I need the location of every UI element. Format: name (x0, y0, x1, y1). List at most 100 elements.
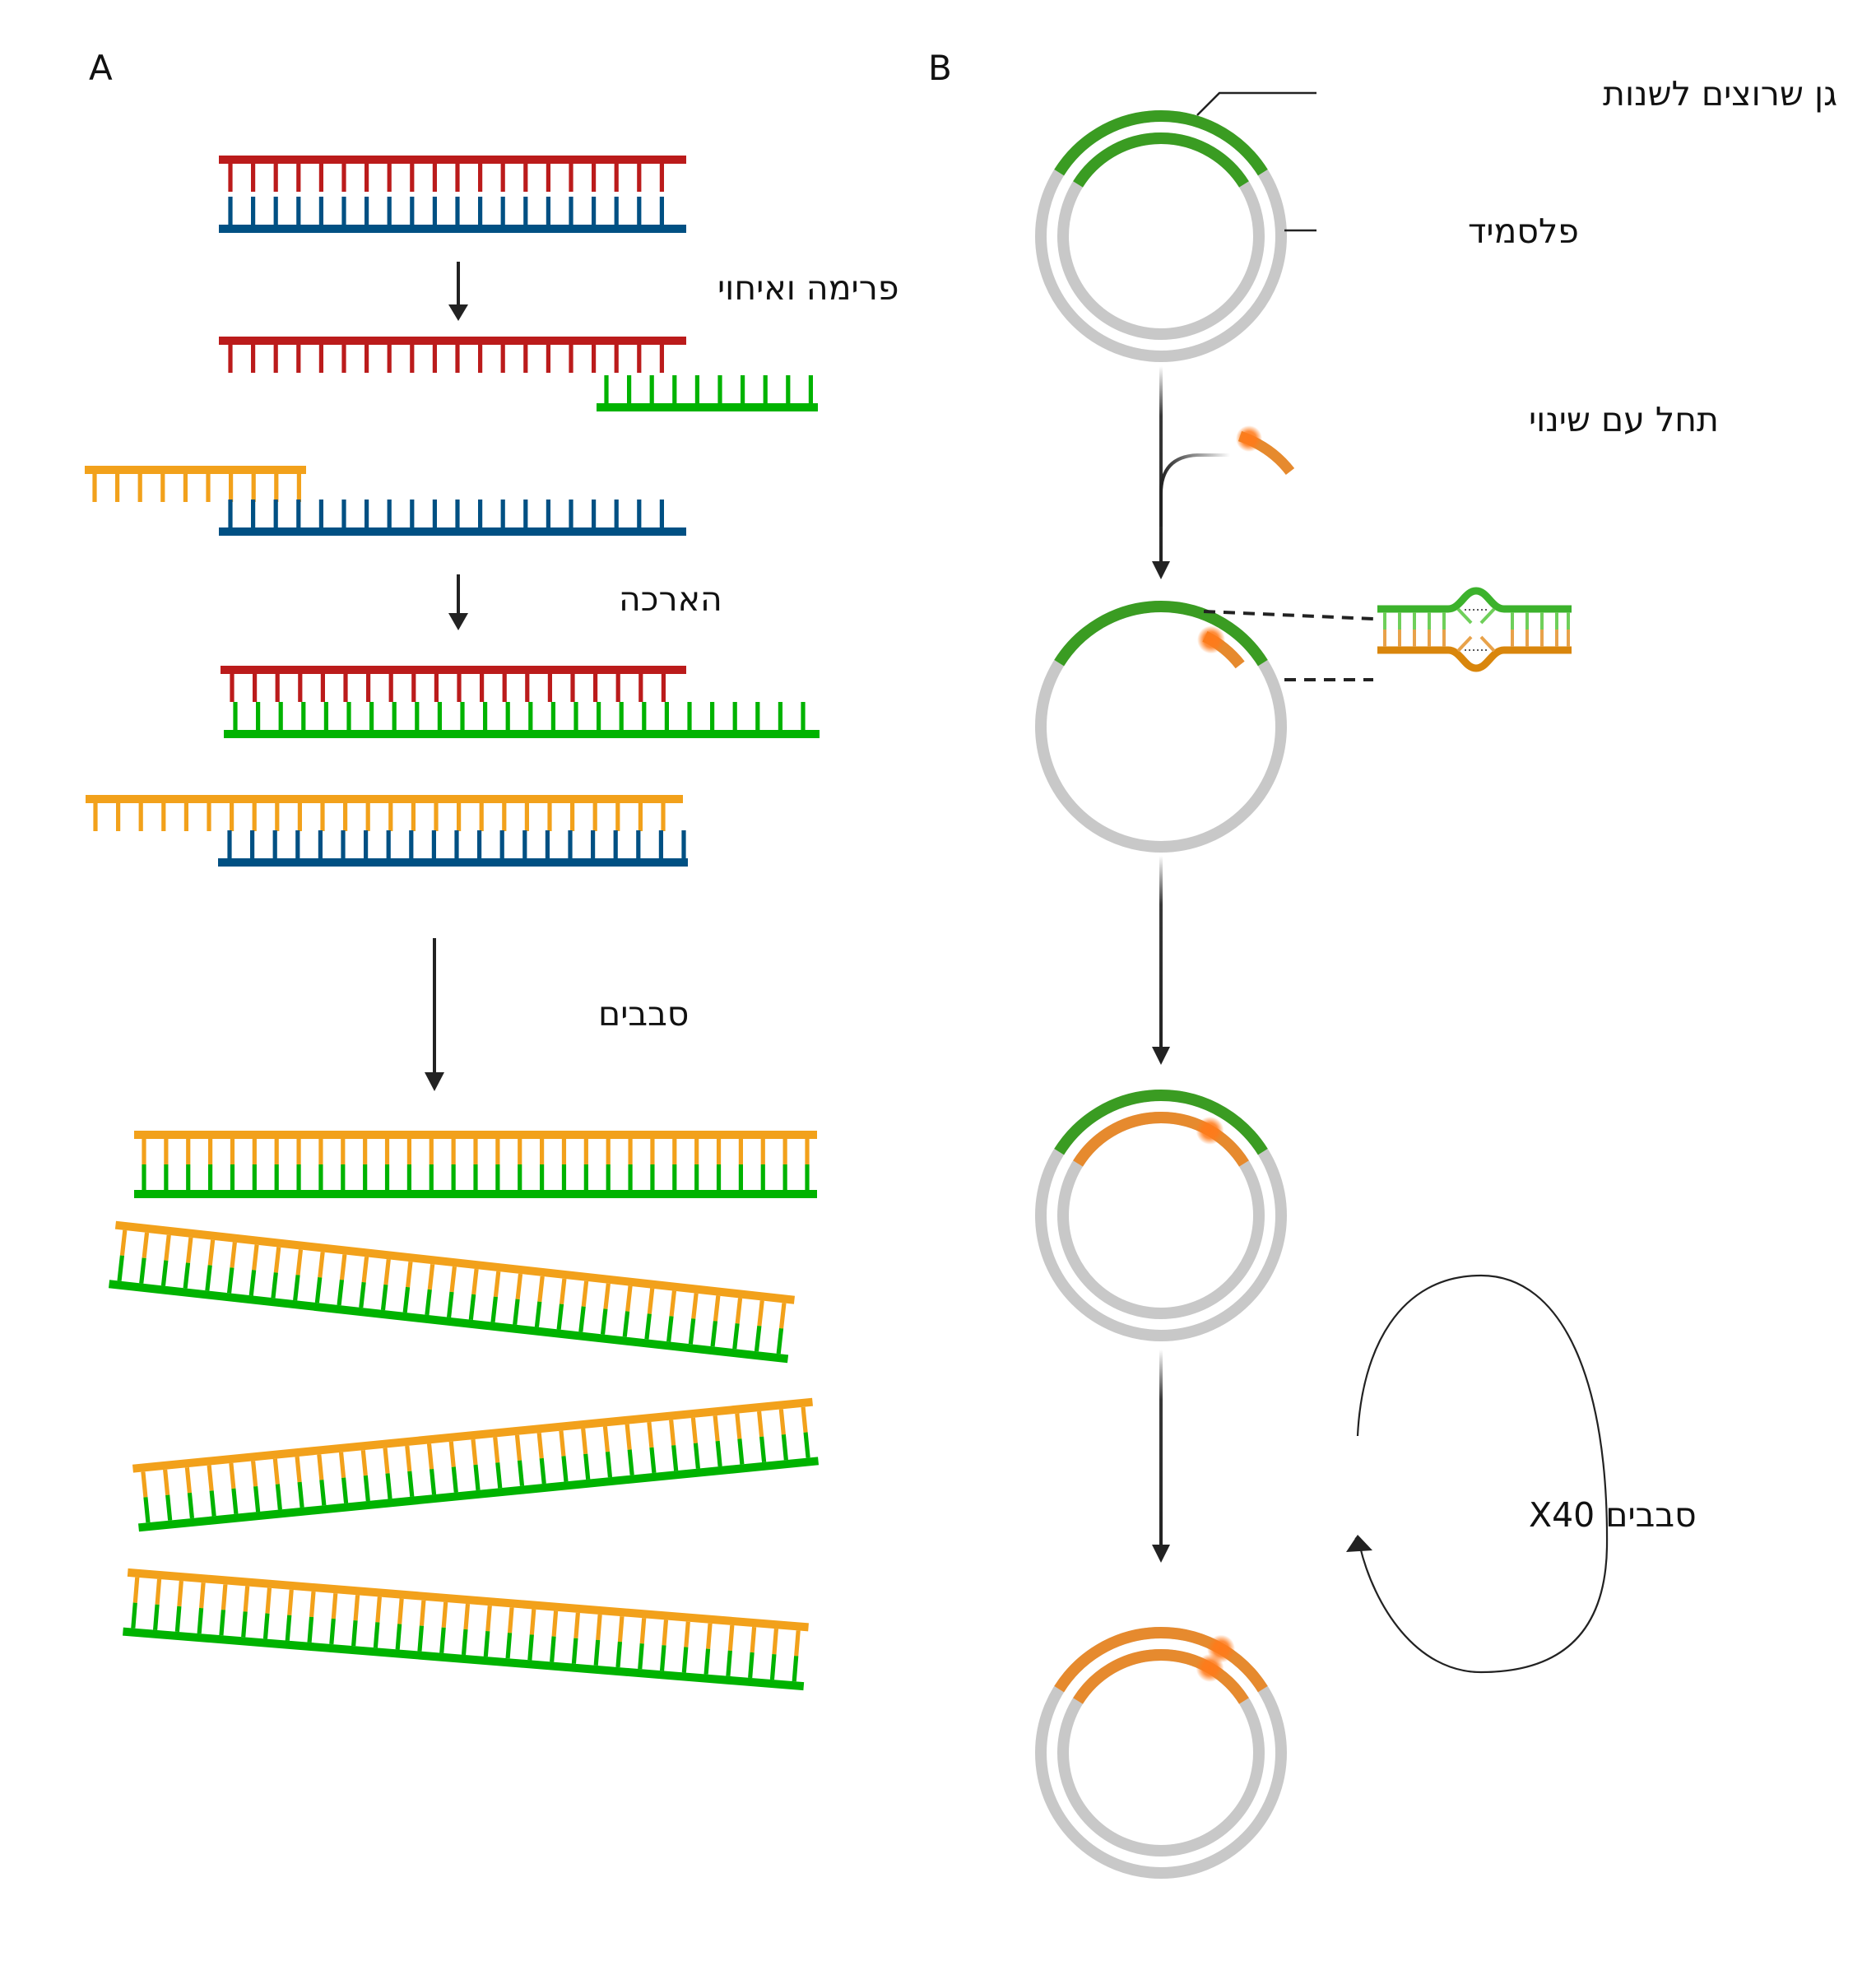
base-tick (387, 164, 392, 192)
base-tick (228, 345, 233, 373)
base-pair-green (760, 1164, 765, 1190)
base-pair-orange (713, 1295, 721, 1322)
base-pair-green (297, 1481, 304, 1508)
base-tick (613, 830, 618, 858)
base-pair-green (165, 1494, 173, 1521)
base-tick (228, 164, 233, 192)
label-plasmid: פלסמיד (1468, 211, 1579, 251)
product-duplex (109, 1220, 795, 1364)
base-tick (318, 500, 323, 527)
base-pair-green (314, 1277, 323, 1304)
base-pair-orange (559, 1278, 567, 1305)
base-pair-green (539, 1457, 546, 1485)
base-pair-green (429, 1468, 437, 1495)
free-mutant-primer (1236, 425, 1295, 476)
base-tick (661, 674, 666, 702)
base-tick (592, 345, 597, 373)
base-pair-orange (142, 1232, 150, 1259)
bubble-rung-orange (1511, 630, 1514, 647)
base-tick (500, 345, 505, 373)
base-pair-green (490, 1296, 498, 1322)
base-pair-green (505, 1633, 513, 1659)
base-tick (346, 702, 351, 730)
arrow-shaft (1159, 856, 1163, 1050)
base-tick (672, 375, 677, 403)
base-tick (659, 164, 664, 192)
base-tick (592, 803, 597, 831)
bubble-orange-strand (1377, 646, 1572, 672)
base-pair-orange (132, 1577, 140, 1603)
step-label-extension: הארכה (619, 579, 722, 619)
base-pair-orange (801, 1406, 808, 1433)
base-pair-green (666, 1316, 674, 1342)
base-pair-orange (164, 1234, 171, 1261)
gene-leader-line (1196, 91, 1316, 116)
base-pair-orange (529, 1609, 536, 1635)
base-pair-green (417, 1625, 425, 1652)
base-pair-orange (449, 1266, 457, 1293)
base-pair-green (578, 1306, 586, 1332)
base-tick (546, 500, 550, 527)
base-pair-green (208, 1164, 213, 1190)
base-pair-green (402, 1286, 411, 1313)
base-pair-green (139, 1257, 146, 1284)
base-tick (786, 375, 791, 403)
base-pair-orange (561, 1139, 567, 1164)
base-pair-orange (119, 1229, 128, 1257)
base-tick (365, 500, 369, 527)
base-pair-orange (473, 1139, 478, 1164)
plasmid-hybrid (1035, 1089, 1287, 1341)
base-pair-orange (383, 1259, 391, 1285)
base-tick (479, 803, 484, 831)
base-tick (323, 702, 328, 730)
base-pair-green (241, 1611, 248, 1638)
base-tick (278, 702, 283, 730)
extended-orange-strand (86, 795, 683, 831)
base-tick (522, 830, 527, 858)
base-pair-orange (141, 1471, 148, 1498)
base-pair-green (650, 1164, 655, 1190)
base-pair-orange (295, 1456, 302, 1483)
base-tick (434, 674, 439, 702)
base-tick (273, 197, 278, 225)
base-tick (614, 197, 619, 225)
base-tick (343, 674, 348, 702)
base-tick (483, 702, 488, 730)
plasmid-initial (1035, 109, 1287, 362)
base-pair-orange (230, 1242, 237, 1268)
base-pair-orange (713, 1415, 720, 1442)
base-tick (502, 674, 507, 702)
base-pair-green (716, 1164, 722, 1190)
base-pair-green (197, 1607, 204, 1634)
base-pair-green (359, 1281, 366, 1308)
base-pair-green (219, 1610, 226, 1636)
base-tick (570, 803, 575, 831)
base-pair-orange (363, 1139, 368, 1164)
base-pair-green (468, 1294, 476, 1321)
base-tick (546, 197, 550, 225)
base-pair-green (688, 1318, 696, 1345)
base-pair-green (517, 1460, 525, 1486)
base-pair-green (495, 1164, 500, 1190)
base-pair-orange (603, 1283, 611, 1309)
base-pair-orange (272, 1458, 280, 1485)
base-pair-green (205, 1265, 212, 1291)
base-pair-orange (318, 1252, 325, 1278)
base-pair-orange (471, 1268, 479, 1295)
step-label-cycles: סבבים (598, 994, 689, 1034)
base-pair-green (550, 1636, 556, 1662)
base-tick (801, 702, 806, 730)
gene-outer-arc (1054, 1089, 1268, 1155)
base-pair-green (473, 1164, 478, 1190)
base-tick (297, 803, 302, 831)
base-tick (455, 164, 460, 192)
panel-b-plasmid-mutagenesis (1035, 109, 1609, 1879)
base-pair-green (117, 1255, 125, 1281)
base-pair-orange (252, 1244, 259, 1271)
base-pair-orange (493, 1437, 500, 1463)
base-pair-green (363, 1164, 368, 1190)
base-pair-orange (625, 1424, 632, 1450)
base-pair-orange (384, 1139, 390, 1164)
base-tick (432, 164, 437, 192)
